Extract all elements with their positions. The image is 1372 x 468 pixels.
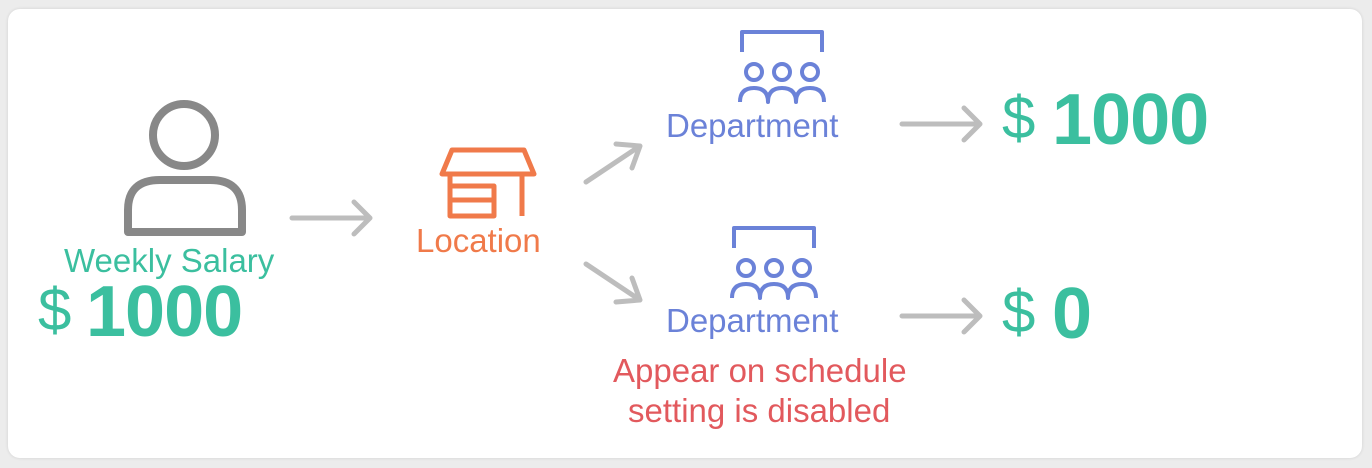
location-label: Location bbox=[416, 222, 541, 259]
department-amount: 1000 bbox=[1052, 80, 1209, 160]
disabled-note-line-2: setting is disabled bbox=[628, 392, 891, 429]
employee-currency: $ bbox=[38, 276, 72, 343]
arrow-to-department-bottom bbox=[583, 261, 643, 305]
department-currency: $ bbox=[1002, 84, 1036, 151]
department-label: Department bbox=[666, 302, 839, 339]
weekly-salary-label: Weekly Salary bbox=[64, 242, 275, 279]
employee-salary-amount: 1000 bbox=[86, 272, 243, 352]
arrow-to-department-top bbox=[583, 141, 643, 185]
arrow-to-location bbox=[289, 199, 373, 237]
person-icon bbox=[124, 100, 246, 236]
arrow-to-amount-bottom bbox=[899, 297, 983, 335]
department-icon bbox=[730, 226, 818, 300]
arrow-to-amount-top bbox=[899, 105, 983, 143]
department-amount: 0 bbox=[1052, 274, 1092, 354]
disabled-note-line-1: Appear on schedule bbox=[613, 352, 907, 389]
store-icon bbox=[439, 147, 537, 219]
department-label: Department bbox=[666, 107, 839, 144]
department-currency: $ bbox=[1002, 278, 1036, 345]
department-icon bbox=[738, 30, 826, 104]
